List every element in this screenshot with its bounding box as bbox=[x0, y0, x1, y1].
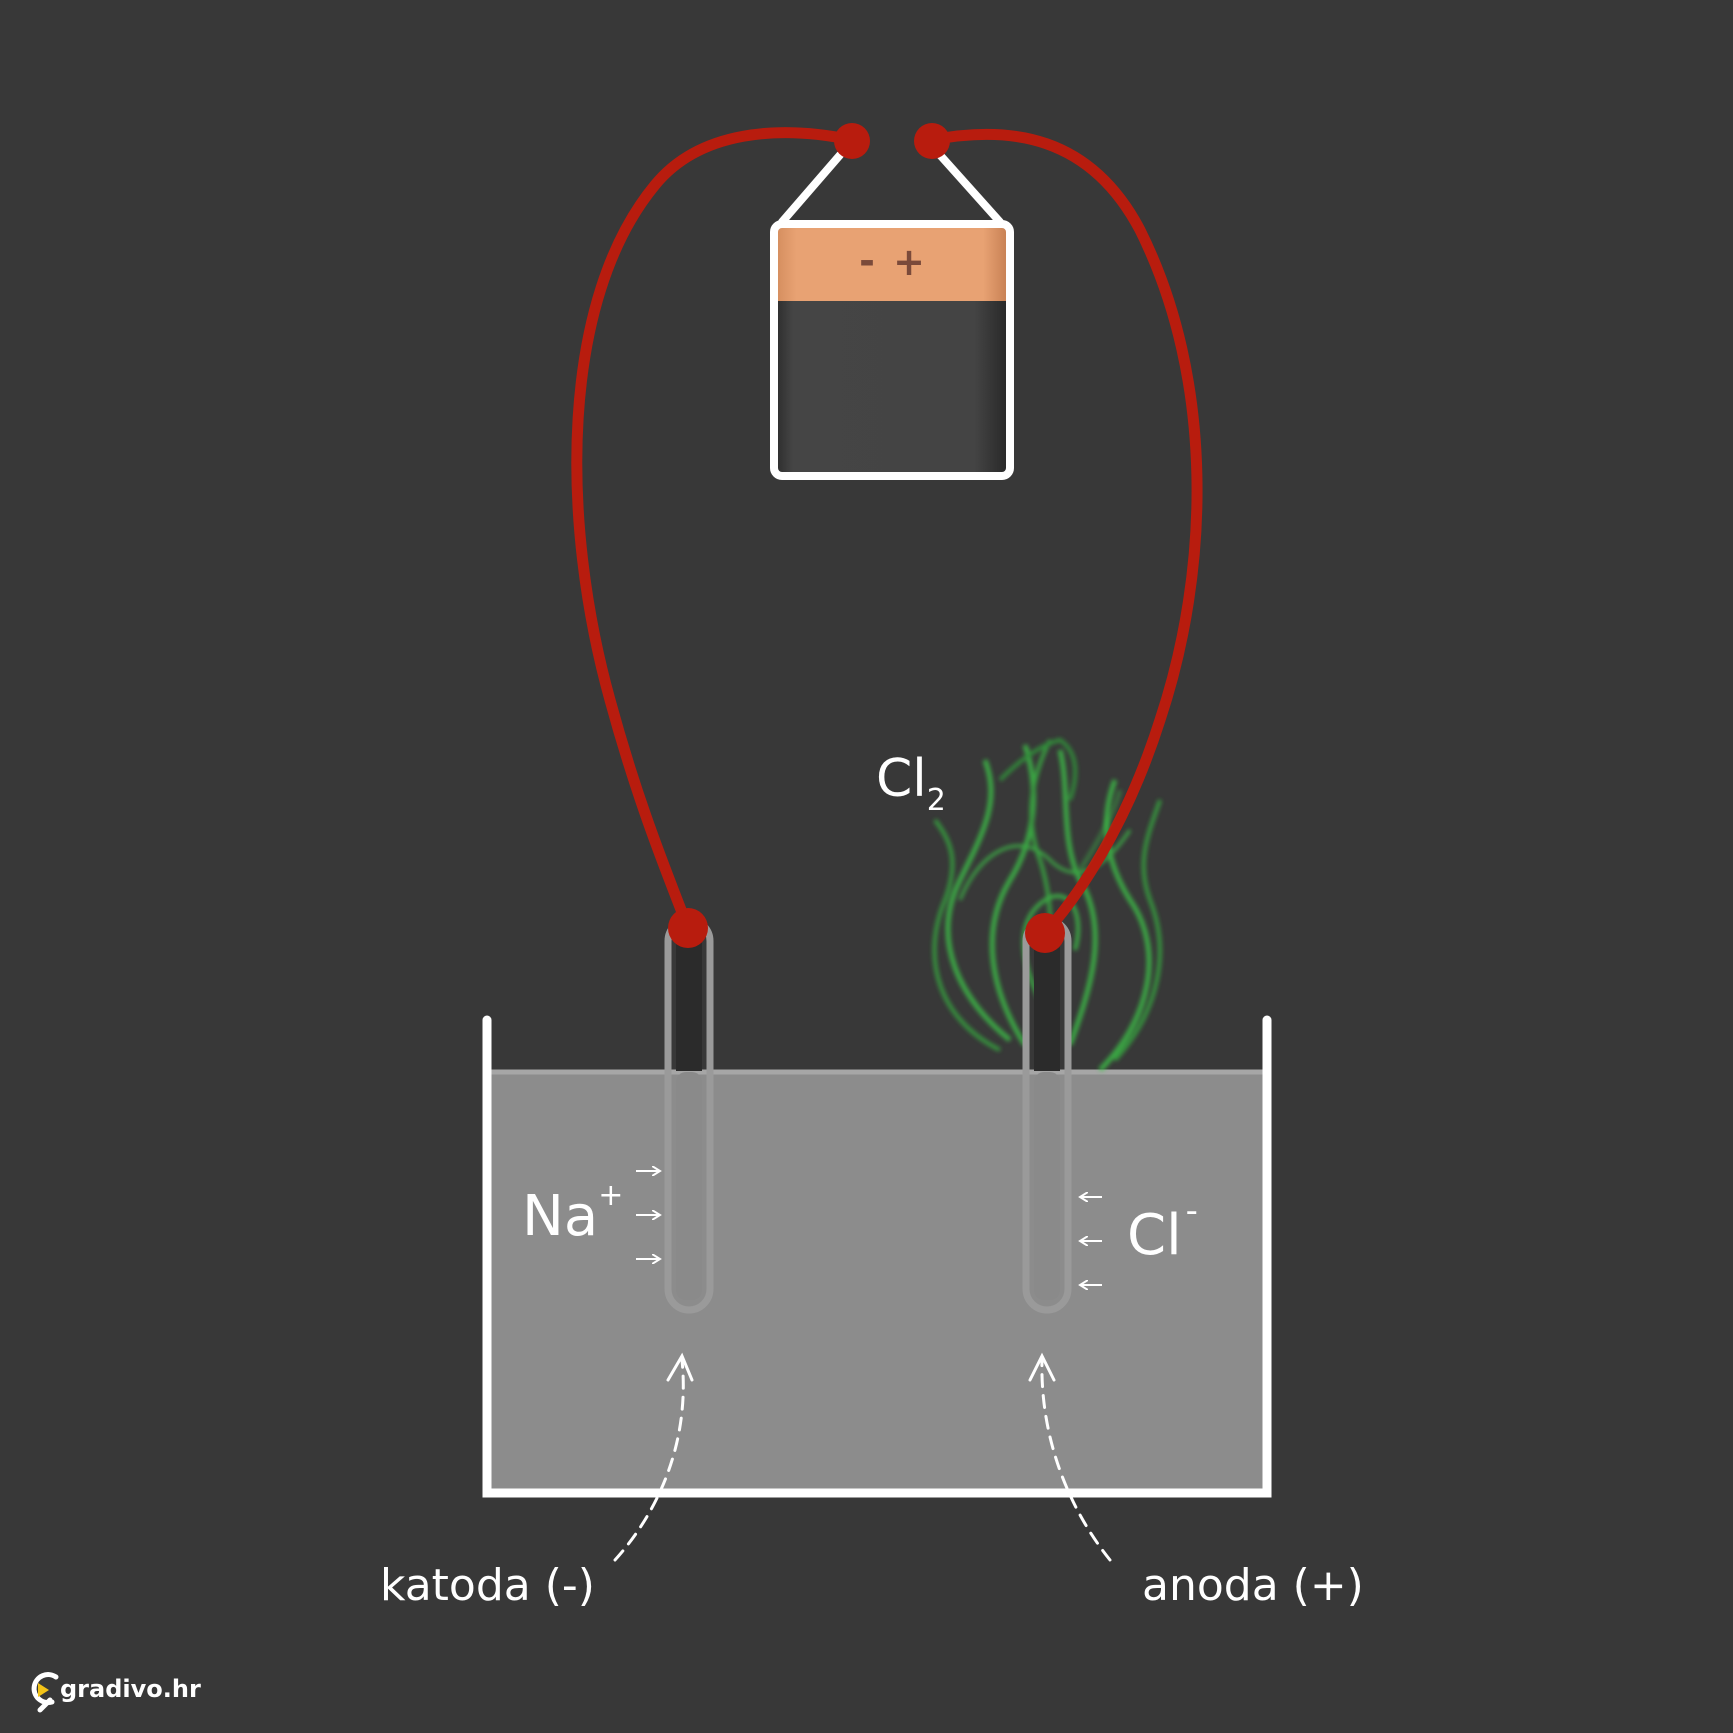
sodium-migration-arrows bbox=[636, 1171, 660, 1259]
brand-logo-icon bbox=[31, 1672, 59, 1713]
chlorine-gas-symbol: Cl bbox=[876, 749, 927, 809]
cathode-electrode bbox=[664, 916, 714, 1314]
chloride-ion-symbol: Cl bbox=[1127, 1203, 1182, 1268]
chloride-ion-label: Cl- bbox=[1127, 1191, 1198, 1268]
brand-logo: gradivo.hr bbox=[31, 1672, 201, 1713]
sodium-ion-charge: + bbox=[598, 1178, 623, 1213]
battery-plus-label: + bbox=[893, 240, 925, 284]
battery: - + bbox=[770, 220, 1014, 480]
chlorine-gas-subscript: 2 bbox=[927, 783, 946, 818]
anode-pointer-arrow bbox=[1028, 1352, 1112, 1562]
solution bbox=[488, 1070, 1266, 1490]
cathode-pointer-arrow bbox=[613, 1352, 694, 1562]
sodium-ion-symbol: Na bbox=[522, 1184, 598, 1249]
cathode-connector bbox=[668, 908, 708, 948]
brand-name: gradivo.hr bbox=[60, 1675, 201, 1703]
chloride-ion-charge: - bbox=[1186, 1191, 1198, 1231]
anode-label: anoda (+) bbox=[1142, 1560, 1364, 1611]
chloride-migration-arrows bbox=[1080, 1197, 1102, 1285]
wire-positive bbox=[926, 128, 1203, 939]
battery-terminal-negative bbox=[834, 123, 870, 159]
battery-minus-label: - bbox=[859, 239, 875, 283]
battery-terminal-positive bbox=[914, 123, 950, 159]
chlorine-gas-label: Cl2 bbox=[876, 749, 946, 818]
electrolytic-container bbox=[482, 1015, 1272, 1498]
wire-negative bbox=[571, 127, 858, 934]
container-outline bbox=[482, 1015, 1272, 1498]
cathode-label: katoda (-) bbox=[380, 1560, 595, 1611]
anode-connector bbox=[1025, 913, 1065, 953]
battery-lead-negative bbox=[778, 151, 844, 226]
sodium-ion-label: Na+ bbox=[522, 1178, 623, 1249]
battery-lead-positive bbox=[936, 151, 1004, 226]
